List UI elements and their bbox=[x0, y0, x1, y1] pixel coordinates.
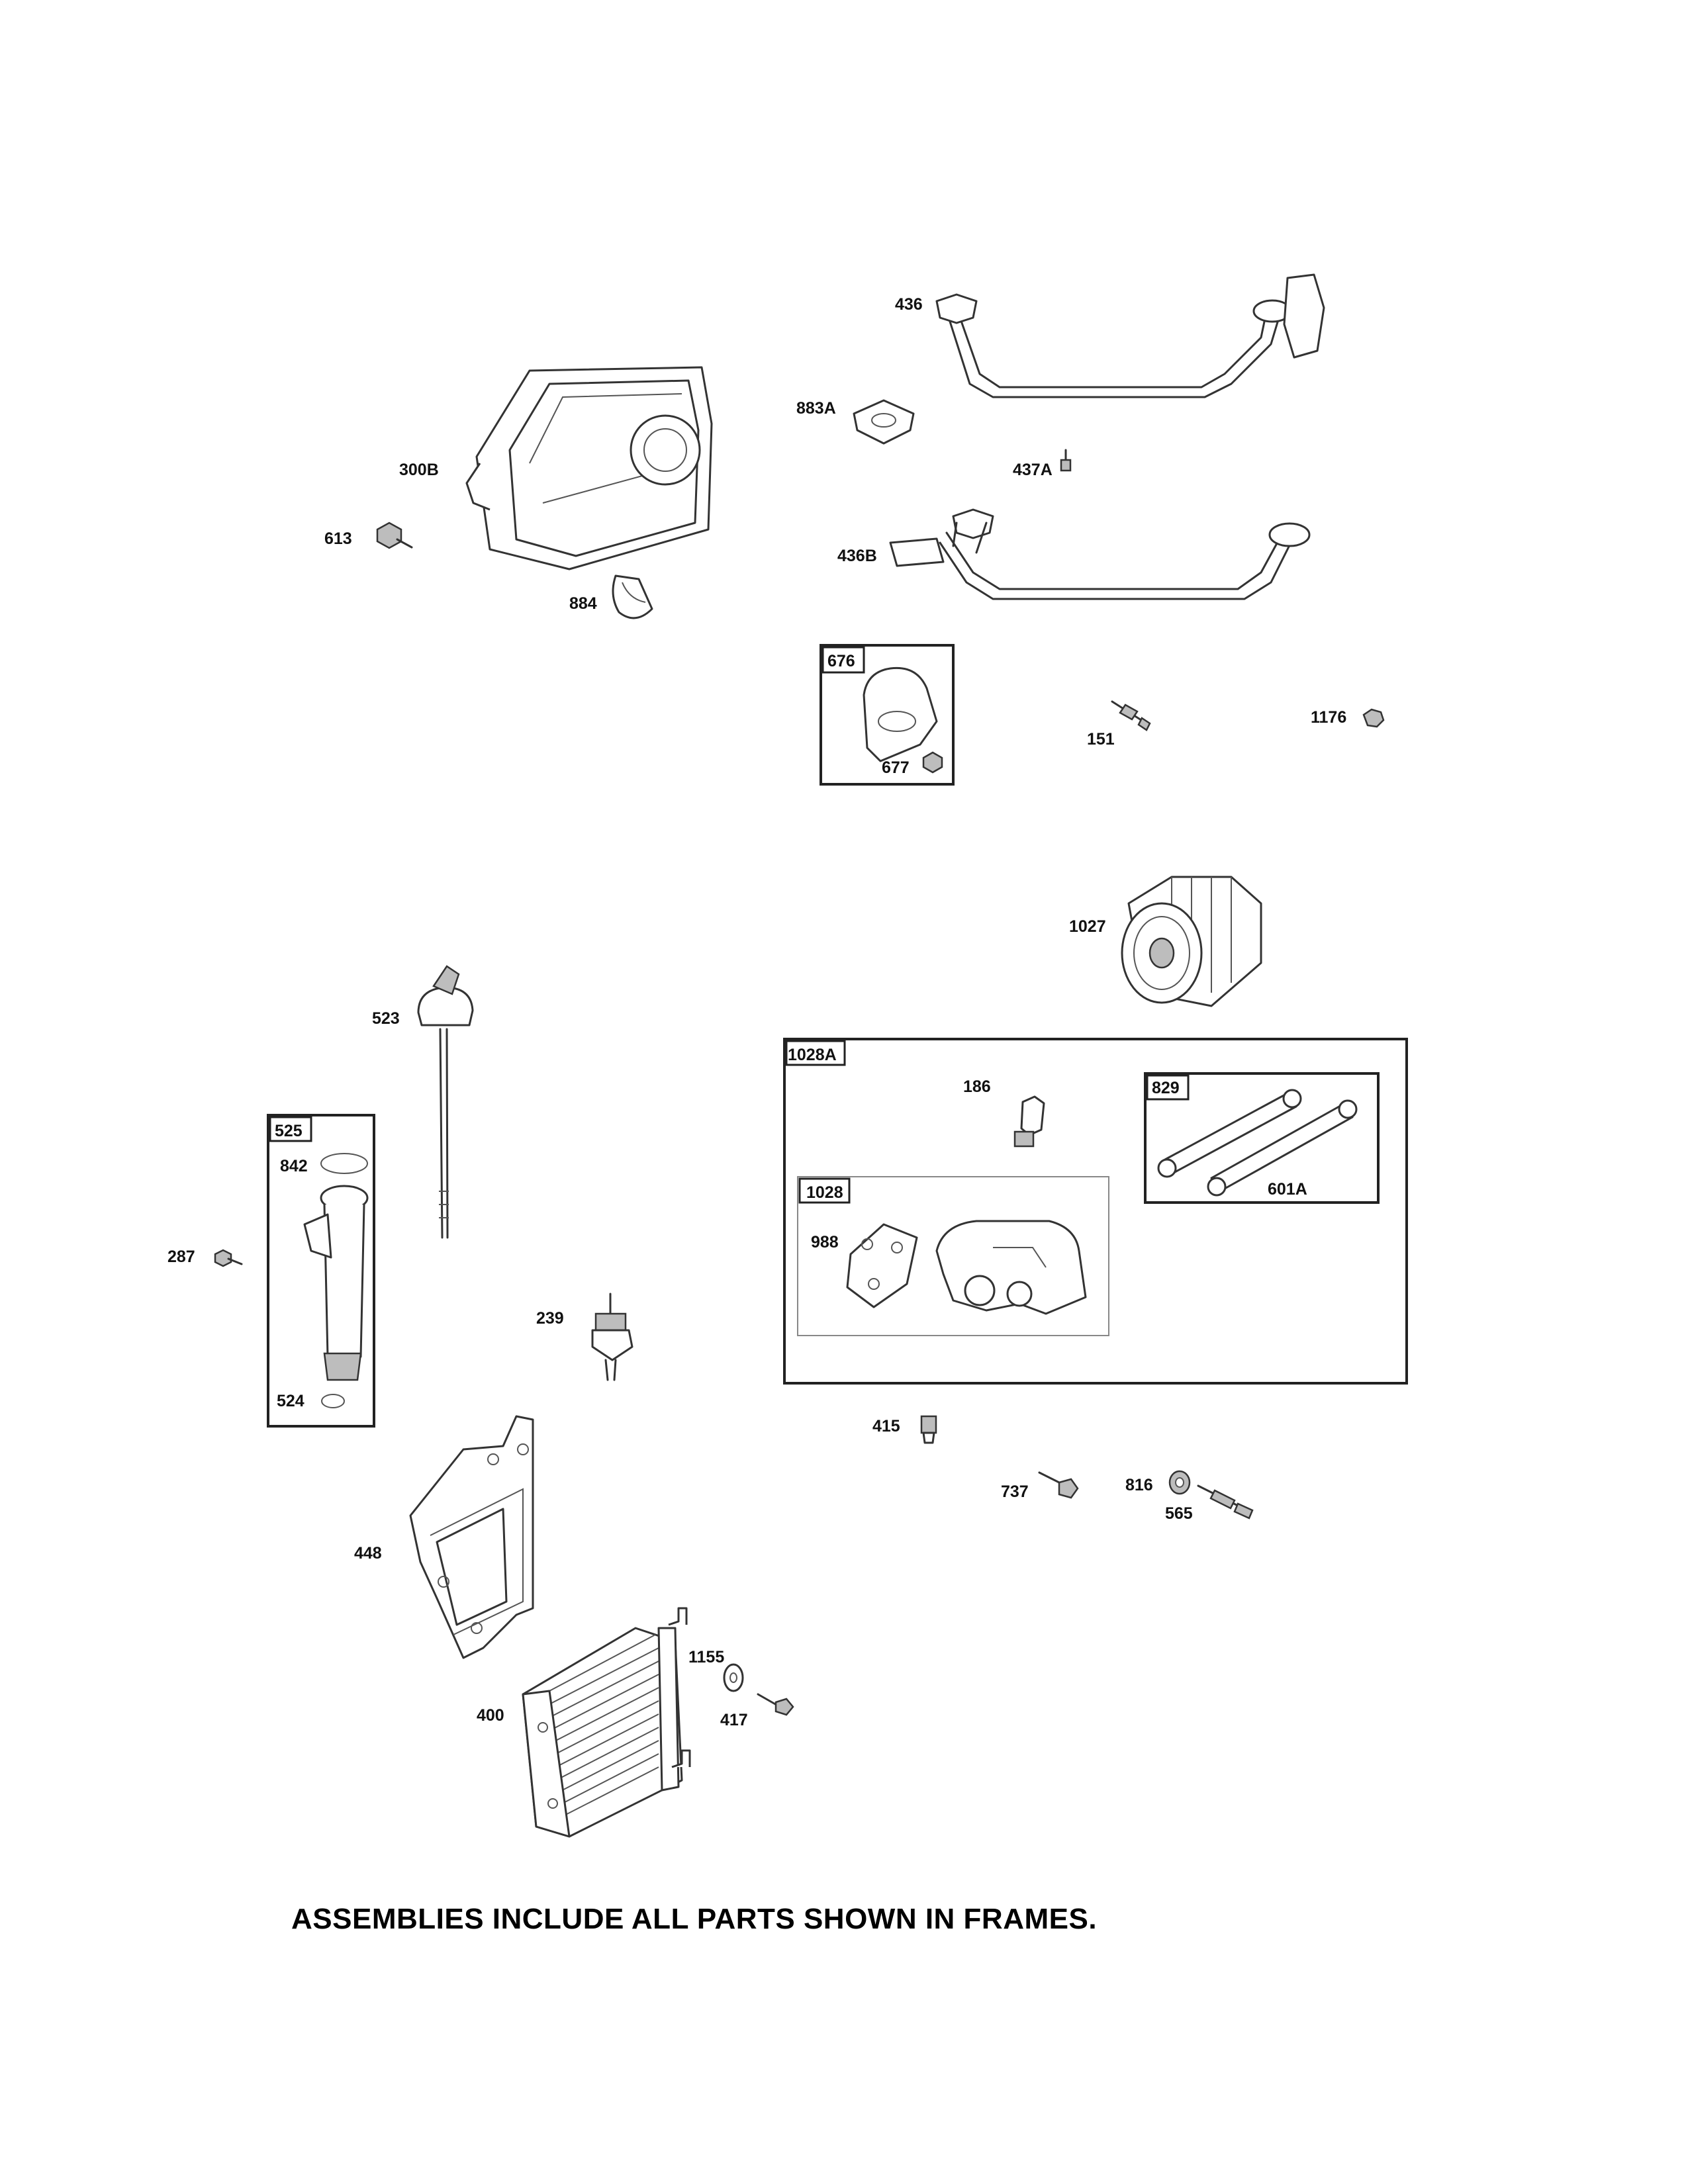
label-988: 988 bbox=[811, 1233, 839, 1251]
label-816: 816 bbox=[1125, 1476, 1153, 1494]
gasket-883a bbox=[853, 399, 915, 445]
bolt-417 bbox=[757, 1693, 794, 1716]
label-400: 400 bbox=[477, 1706, 504, 1725]
plug-415 bbox=[920, 1415, 937, 1444]
label-151: 151 bbox=[1087, 730, 1115, 749]
label-300b: 300B bbox=[399, 461, 439, 479]
screw-437a bbox=[1060, 449, 1072, 472]
bracket-448 bbox=[409, 1415, 534, 1659]
frame-label-676: 676 bbox=[827, 652, 855, 670]
label-842: 842 bbox=[280, 1157, 308, 1175]
fitting-186 bbox=[1013, 1095, 1045, 1148]
exhaust-pipe-436 bbox=[935, 273, 1325, 398]
label-601a: 601A bbox=[1268, 1180, 1307, 1199]
bolt-737 bbox=[1038, 1471, 1079, 1499]
frame-829 bbox=[1144, 1072, 1380, 1204]
clamp-884 bbox=[612, 574, 653, 619]
exhaust-pipe-436b bbox=[889, 508, 1311, 600]
washer-816 bbox=[1168, 1470, 1191, 1495]
label-436b: 436B bbox=[837, 547, 877, 565]
label-523: 523 bbox=[372, 1009, 400, 1028]
label-613: 613 bbox=[324, 529, 352, 548]
label-415: 415 bbox=[872, 1417, 900, 1435]
frame-label-525: 525 bbox=[275, 1122, 303, 1140]
label-1176: 1176 bbox=[1311, 708, 1346, 727]
frame-1028a bbox=[783, 1038, 1408, 1385]
frame-676 bbox=[820, 644, 955, 786]
label-524: 524 bbox=[277, 1392, 305, 1410]
frame-label-1028a: 1028A bbox=[788, 1046, 837, 1064]
sensor-239 bbox=[591, 1293, 633, 1381]
frame-label-829: 829 bbox=[1152, 1079, 1180, 1097]
label-437a: 437A bbox=[1013, 461, 1053, 479]
label-677: 677 bbox=[882, 758, 910, 777]
label-239: 239 bbox=[536, 1309, 564, 1328]
frame-1028 bbox=[797, 1176, 1109, 1336]
label-287: 287 bbox=[167, 1248, 195, 1266]
label-565: 565 bbox=[1165, 1504, 1193, 1523]
stud-151 bbox=[1111, 700, 1151, 731]
label-1155: 1155 bbox=[688, 1648, 724, 1666]
frame-525 bbox=[267, 1114, 375, 1428]
footer-note: ASSEMBLIES INCLUDE ALL PARTS SHOWN IN FR… bbox=[291, 1903, 1098, 1935]
bolt-613 bbox=[376, 522, 413, 549]
label-186: 186 bbox=[963, 1077, 991, 1096]
bolt-287 bbox=[214, 1249, 243, 1267]
label-448: 448 bbox=[354, 1544, 382, 1563]
stud-565 bbox=[1197, 1484, 1254, 1520]
nut-1176 bbox=[1362, 708, 1385, 728]
label-737: 737 bbox=[1001, 1482, 1029, 1501]
oil-cooler-400 bbox=[522, 1607, 691, 1838]
label-417: 417 bbox=[720, 1711, 748, 1729]
label-1027: 1027 bbox=[1069, 917, 1106, 936]
oil-filter-1027 bbox=[1121, 876, 1262, 1007]
muffler-300b bbox=[465, 366, 713, 570]
frame-label-1028: 1028 bbox=[806, 1183, 843, 1202]
label-436: 436 bbox=[895, 295, 923, 314]
washer-1155 bbox=[723, 1663, 744, 1692]
label-884: 884 bbox=[569, 594, 597, 613]
dipstick-523 bbox=[417, 965, 474, 1239]
label-883a: 883A bbox=[796, 399, 836, 418]
